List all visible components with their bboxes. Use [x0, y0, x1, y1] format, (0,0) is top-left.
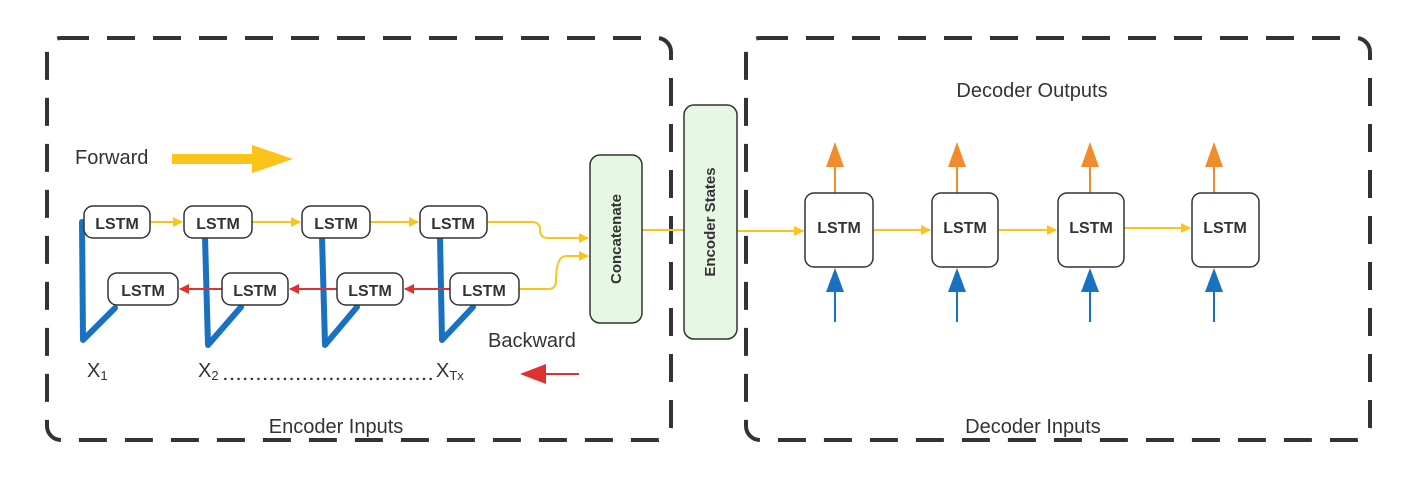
svg-text:LSTM: LSTM [121, 283, 165, 300]
backward-legend-arrow [520, 364, 579, 384]
forward-lstm-cell-1: LSTM [83, 205, 151, 239]
svg-text:LSTM: LSTM [817, 220, 861, 237]
encoder-states-box: Encoder States [683, 104, 738, 340]
forward-lstm-cell-4: LSTM [419, 205, 488, 239]
decoder-input-arrows [826, 268, 1223, 322]
decoder-outputs-label: Decoder Outputs [956, 80, 1107, 102]
decoder-lstm-cell-2: LSTM [931, 192, 999, 268]
decoder-inputs-label: Decoder Inputs [965, 416, 1101, 438]
encoder-container [45, 36, 673, 442]
input-label-x2: X2 [198, 360, 219, 383]
svg-text:LSTM: LSTM [95, 216, 139, 233]
forward-lstm-cell-3: LSTM [301, 205, 371, 239]
svg-text:LSTM: LSTM [233, 283, 277, 300]
input-label-xtx: XTx [436, 360, 464, 383]
decoder-output-arrows [826, 142, 1223, 193]
decoder-lstm-cell-3: LSTM [1057, 192, 1125, 268]
forward-lstm-cell-2: LSTM [183, 205, 253, 239]
decoder-lstm-cell-4: LSTM [1191, 192, 1260, 268]
encoder-inputs-label: Encoder Inputs [269, 416, 404, 438]
svg-text:LSTM: LSTM [1203, 220, 1247, 237]
svg-text:LSTM: LSTM [431, 216, 475, 233]
forward-arrows [150, 217, 1191, 290]
svg-text:LSTM: LSTM [1069, 220, 1113, 237]
svg-text:LSTM: LSTM [196, 216, 240, 233]
input-connector-4 [437, 234, 476, 343]
input-connectors [79, 219, 476, 348]
svg-text:LSTM: LSTM [943, 220, 987, 237]
input-connector-2 [202, 234, 244, 348]
svg-text:Encoder States: Encoder States [702, 167, 719, 276]
svg-text:LSTM: LSTM [462, 283, 506, 300]
svg-text:Concatenate: Concatenate [608, 194, 625, 284]
backward-lstm-cell-3: LSTM [336, 272, 404, 306]
input-connector-3 [319, 234, 360, 348]
input-ellipsis: ................................ [222, 363, 434, 385]
backward-label: Backward [488, 330, 576, 352]
svg-text:LSTM: LSTM [314, 216, 358, 233]
input-connector-1 [79, 219, 118, 343]
forward-label: Forward [75, 147, 148, 169]
backward-lstm-cell-2: LSTM [221, 272, 289, 306]
svg-text:LSTM: LSTM [348, 283, 392, 300]
backward-lstm-cell-1: LSTM [107, 272, 179, 306]
decoder-container [744, 36, 1372, 442]
backward-lstm-cell-4: LSTM [449, 272, 520, 306]
concatenate-box: Concatenate [589, 154, 643, 324]
input-label-x1: X1 [87, 360, 108, 383]
forward-legend-arrow [172, 145, 293, 173]
decoder-lstm-cell-1: LSTM [804, 192, 874, 268]
